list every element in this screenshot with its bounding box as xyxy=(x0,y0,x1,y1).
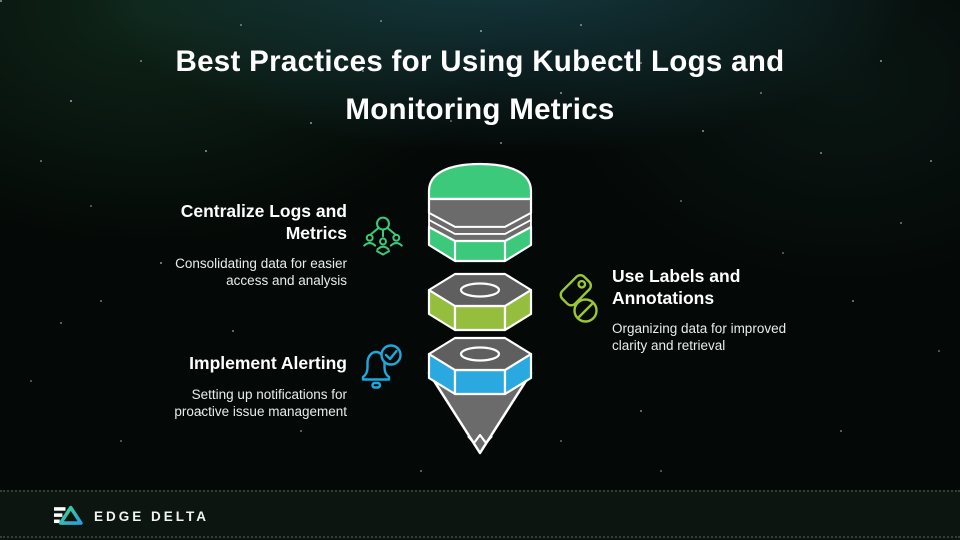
edge-delta-logo: EDGE DELTA xyxy=(54,504,209,528)
footer-bar: EDGE DELTA xyxy=(0,490,960,540)
team-network-icon xyxy=(363,216,403,256)
item-heading: Implement Alerting xyxy=(189,353,347,373)
top-cap-segment xyxy=(427,162,533,263)
bell-check-icon xyxy=(361,344,402,389)
brand-name: EDGE DELTA xyxy=(94,508,210,524)
item-description: Setting up notifications for proactive i… xyxy=(174,386,347,419)
tag-slash-icon xyxy=(559,273,598,323)
starfield-background xyxy=(0,0,2,2)
bottom-dotted-divider xyxy=(0,536,960,538)
item-description: Organizing data for improved clarity and… xyxy=(612,321,787,353)
pencil-funnel-graphic xyxy=(427,162,533,455)
page-title: Best Practices for Using Kubectl Logs an… xyxy=(175,45,785,126)
item-centralize-logs: Centralize Logs and Metrics Consolidatin… xyxy=(152,201,347,289)
edge-delta-logo-mark xyxy=(54,505,83,525)
item-implement-alerting: Implement Alerting Setting up notificati… xyxy=(137,353,347,420)
middle-hex-nut-segment xyxy=(427,272,533,332)
bottom-hex-nut-segment xyxy=(427,336,533,396)
item-description: Consolidating data for easier access and… xyxy=(175,256,347,288)
item-heading: Use Labels and Annotations xyxy=(612,266,741,308)
item-heading: Centralize Logs and Metrics xyxy=(180,201,347,243)
item-use-labels: Use Labels and Annotations Organizing da… xyxy=(612,266,812,354)
